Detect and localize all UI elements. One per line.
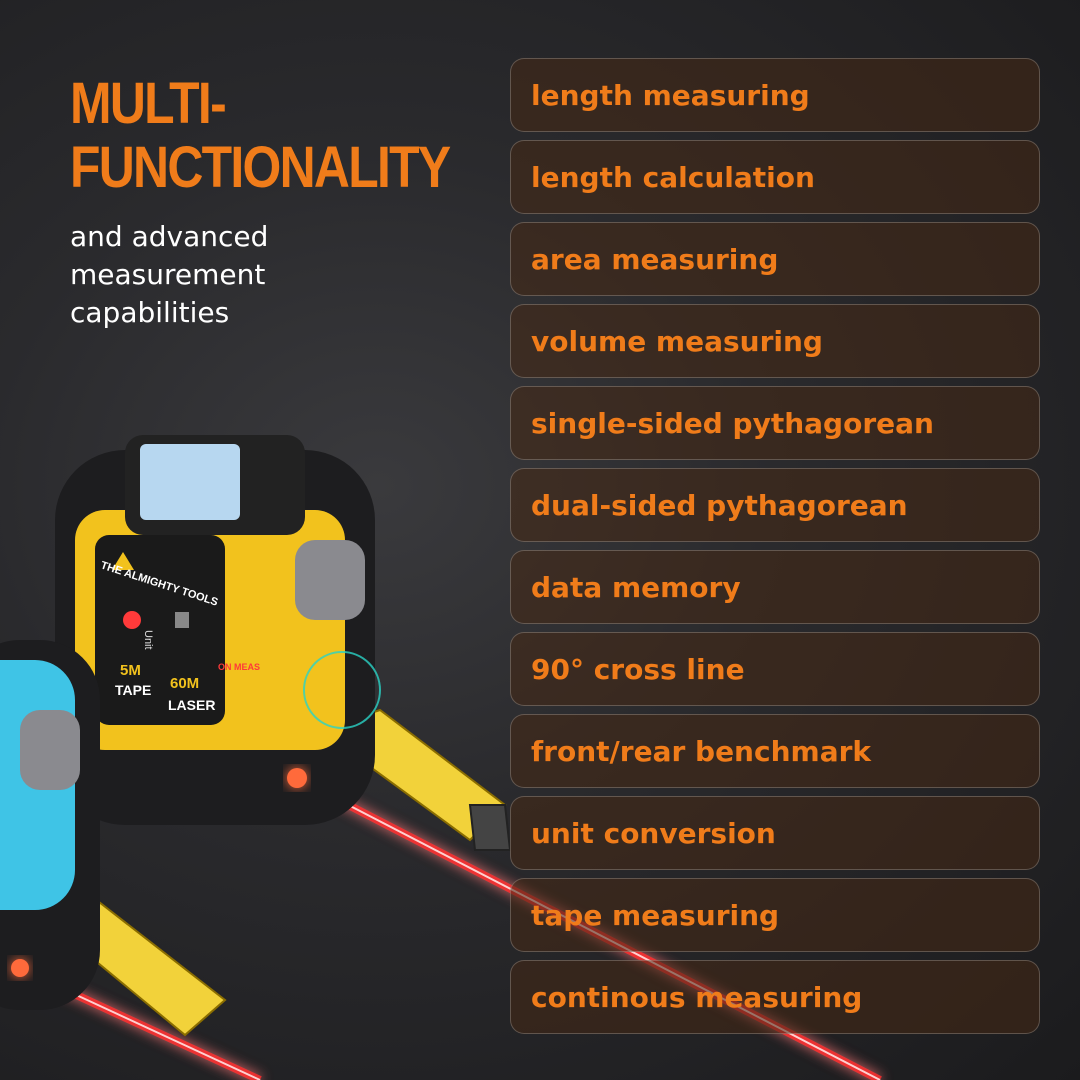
feature-label: length measuring — [531, 78, 810, 112]
tape-label: TAPE — [115, 682, 151, 698]
feature-label: 90° cross line — [531, 652, 745, 686]
feature-continous-measuring: continous measuring — [510, 960, 1040, 1034]
feature-label: length calculation — [531, 160, 815, 194]
laser-warning-icon — [112, 552, 134, 570]
feature-label: area measuring — [531, 242, 779, 276]
feature-length-measuring: length measuring — [510, 58, 1040, 132]
feature-label: unit conversion — [531, 816, 776, 850]
device-meas-button: ON MEAS — [218, 662, 260, 672]
feature-label: volume measuring — [531, 324, 823, 358]
product-illustration: THE ALMIGHTY TOOLS Unit ON MEAS 5M TAPE … — [0, 435, 882, 1080]
tape-spec: 5M — [120, 662, 141, 679]
yellow-device: THE ALMIGHTY TOOLS Unit ON MEAS 5M TAPE … — [55, 435, 381, 825]
headline: MULTI- FUNCTIONALITY — [70, 71, 451, 200]
feature-volume-measuring: volume measuring — [510, 304, 1040, 378]
feature-front-rear-benchmark: front/rear benchmark — [510, 714, 1040, 788]
feature-list: length measuring length calculation area… — [510, 58, 1040, 1042]
feature-label: front/rear benchmark — [531, 734, 872, 768]
feature-label: continous measuring — [531, 980, 863, 1014]
feature-cross-line: 90° cross line — [510, 632, 1040, 706]
feature-label: single-sided pythagorean — [531, 406, 934, 440]
laser-label: LASER — [168, 697, 215, 713]
feature-area-measuring: area measuring — [510, 222, 1040, 296]
blue-device — [0, 640, 227, 1037]
feature-data-memory: data memory — [510, 550, 1040, 624]
feature-length-calculation: length calculation — [510, 140, 1040, 214]
memory-icon — [175, 612, 189, 628]
feature-tape-measuring: tape measuring — [510, 878, 1040, 952]
device-unit-button: Unit — [142, 630, 154, 650]
headline-line-1: MULTI- — [70, 71, 227, 136]
feature-label: data memory — [531, 570, 741, 604]
headline-line-2: FUNCTIONALITY — [70, 135, 451, 200]
feature-single-sided-pythagorean: single-sided pythagorean — [510, 386, 1040, 460]
feature-label: tape measuring — [531, 898, 780, 932]
feature-dual-sided-pythagorean: dual-sided pythagorean — [510, 468, 1040, 542]
feature-label: dual-sided pythagorean — [531, 488, 908, 522]
feature-unit-conversion: unit conversion — [510, 796, 1040, 870]
power-icon — [123, 611, 141, 629]
laser-spec: 60M — [170, 675, 199, 692]
subtitle: and advanced measurement capabilities — [70, 220, 269, 329]
